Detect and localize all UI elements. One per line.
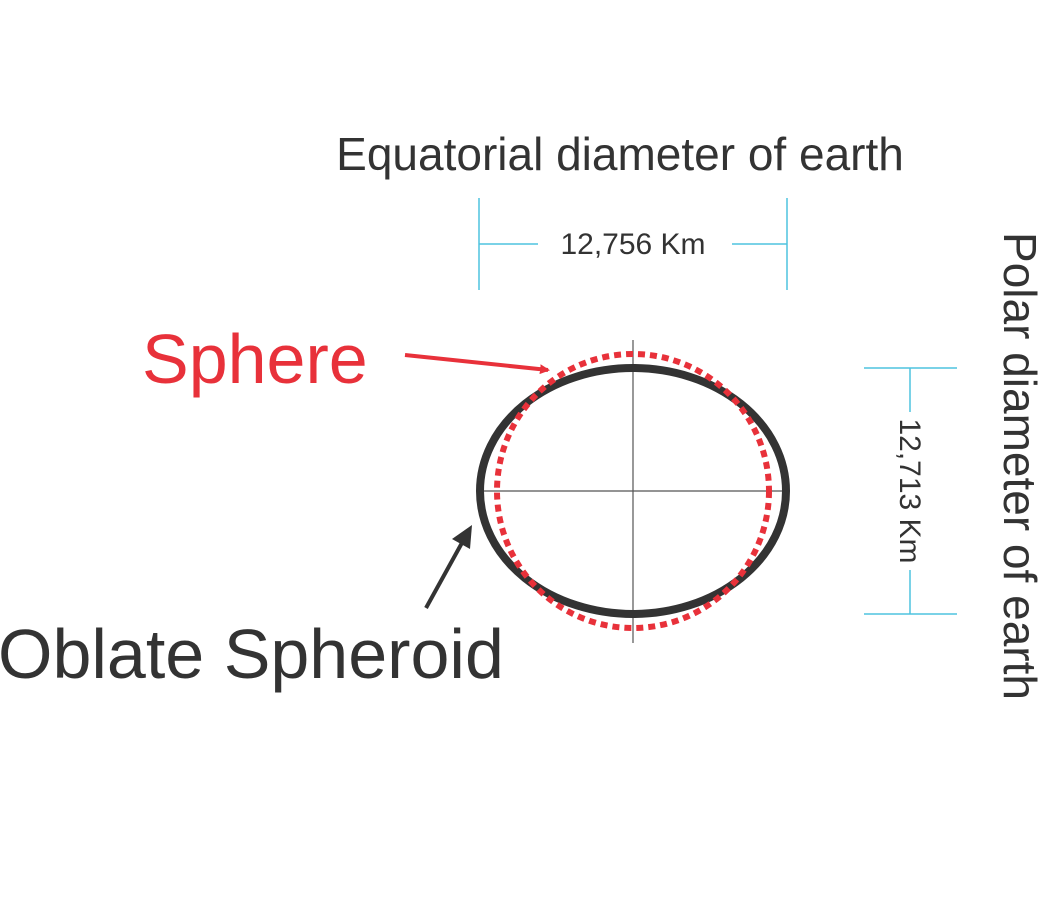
axes	[478, 340, 788, 643]
oblate-spheroid-label: Oblate Spheroid	[0, 615, 504, 693]
equatorial-diameter-title: Equatorial diameter of earth	[336, 128, 904, 180]
equatorial-dimension-line	[478, 198, 788, 290]
oblate-spheroid-outline	[476, 364, 790, 618]
oblate-spheroid-arrow	[424, 525, 472, 609]
polar-diameter-title: Polar diameter of earth	[994, 232, 1038, 700]
polar-dimension-line	[864, 367, 957, 615]
equatorial-diameter-value: 12,756 Km	[560, 228, 705, 261]
sphere-outline	[494, 351, 772, 631]
sphere-arrow	[404, 353, 550, 375]
polar-diameter-value: 12,713 Km	[893, 418, 926, 563]
sphere-label: Sphere	[142, 320, 368, 398]
